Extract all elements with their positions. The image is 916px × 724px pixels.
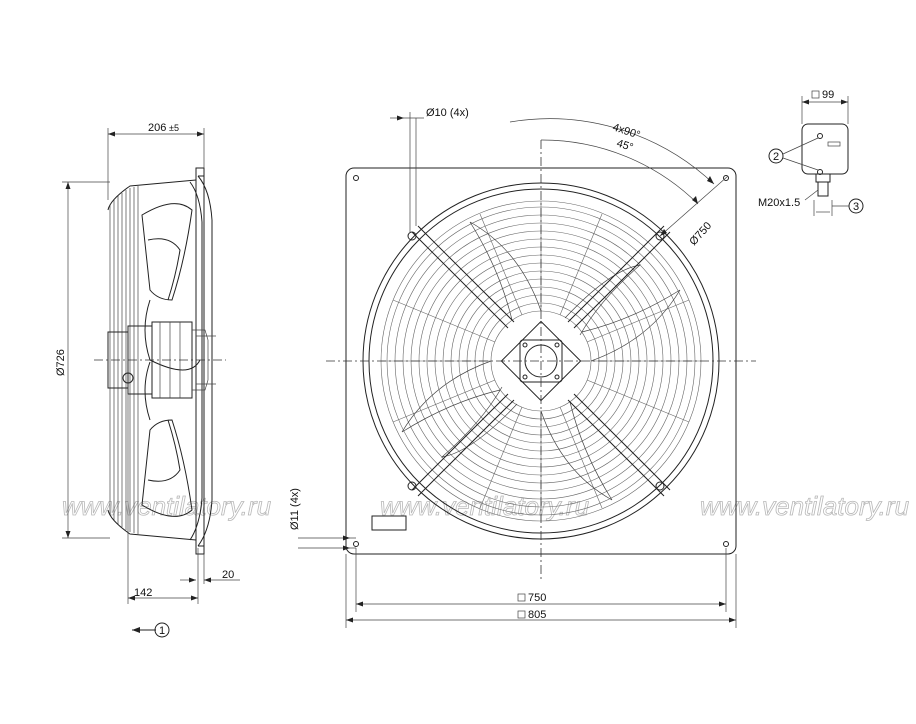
plate-hole-tr [723, 175, 729, 181]
callout-3-label: 3 [853, 201, 859, 213]
square-symbol-805 [517, 610, 526, 619]
guard-mount-tl [407, 231, 417, 241]
guard-diameter-label: Ø750 [687, 220, 714, 248]
angle-arc-4x90 [509, 118, 715, 185]
dim-805-label: 805 [528, 609, 546, 621]
plate-hole-br [723, 541, 729, 547]
dim-750-label: 750 [528, 592, 546, 604]
side-view: 206 ±5 Ø726 142 20 1 [55, 122, 240, 638]
guard-mount-br [655, 481, 665, 491]
watermark-text-3: www.ventilatory.ru [700, 491, 909, 521]
square-symbol-99 [811, 90, 820, 99]
front-view: Ø10 (4x) 4x90° 45° Ø750 Ø11 (4x) 750 805 [289, 107, 756, 628]
dim-206-label: 206 [148, 122, 166, 134]
callout-2 [768, 148, 784, 164]
side-guard-grille [107, 179, 197, 541]
guard-mount-tr [655, 231, 665, 241]
watermark-text-1: www.ventilatory.ru [62, 491, 271, 521]
box-size-label: 99 [822, 89, 834, 101]
angle-4x90-label: 4x90° [611, 121, 642, 141]
angle-arc-45 [540, 139, 699, 205]
guard-support-bars [407, 225, 671, 497]
angle-45-label: 45° [615, 137, 635, 154]
rating-label-plate [371, 515, 407, 531]
motor-terminal-box [122, 372, 134, 384]
guard-diameter-leader [659, 175, 729, 237]
terminal-box [801, 123, 849, 175]
callout-2-label: 2 [773, 151, 779, 163]
cable-gland-nut [815, 173, 831, 183]
hub-plate [500, 320, 582, 402]
terminal-screw-top [817, 133, 823, 139]
dim-206-tolerance: ±5 [169, 123, 179, 133]
cable-gland [817, 181, 829, 197]
thread-label: M20x1.5 [758, 197, 800, 209]
terminal-logo [827, 141, 841, 147]
terminal-box-view: 99 2 M20x1.5 3 [758, 89, 864, 216]
callout-1 [154, 622, 170, 638]
guard-mount-bl [407, 481, 417, 491]
dim-726-label: Ø726 [55, 349, 67, 376]
callout-1-label: 1 [159, 625, 165, 637]
side-flange-plate [195, 167, 205, 555]
square-symbol-750 [517, 593, 526, 602]
hole-top-label: Ø10 (4x) [426, 107, 469, 119]
impeller-blades [401, 221, 681, 501]
dim-142-label: 142 [134, 587, 152, 599]
plate-hole-tl [353, 175, 359, 181]
plate-hole-bl [353, 541, 359, 547]
dim-20-label: 20 [222, 569, 234, 581]
hole-bottom-label: Ø11 (4x) [289, 488, 301, 530]
